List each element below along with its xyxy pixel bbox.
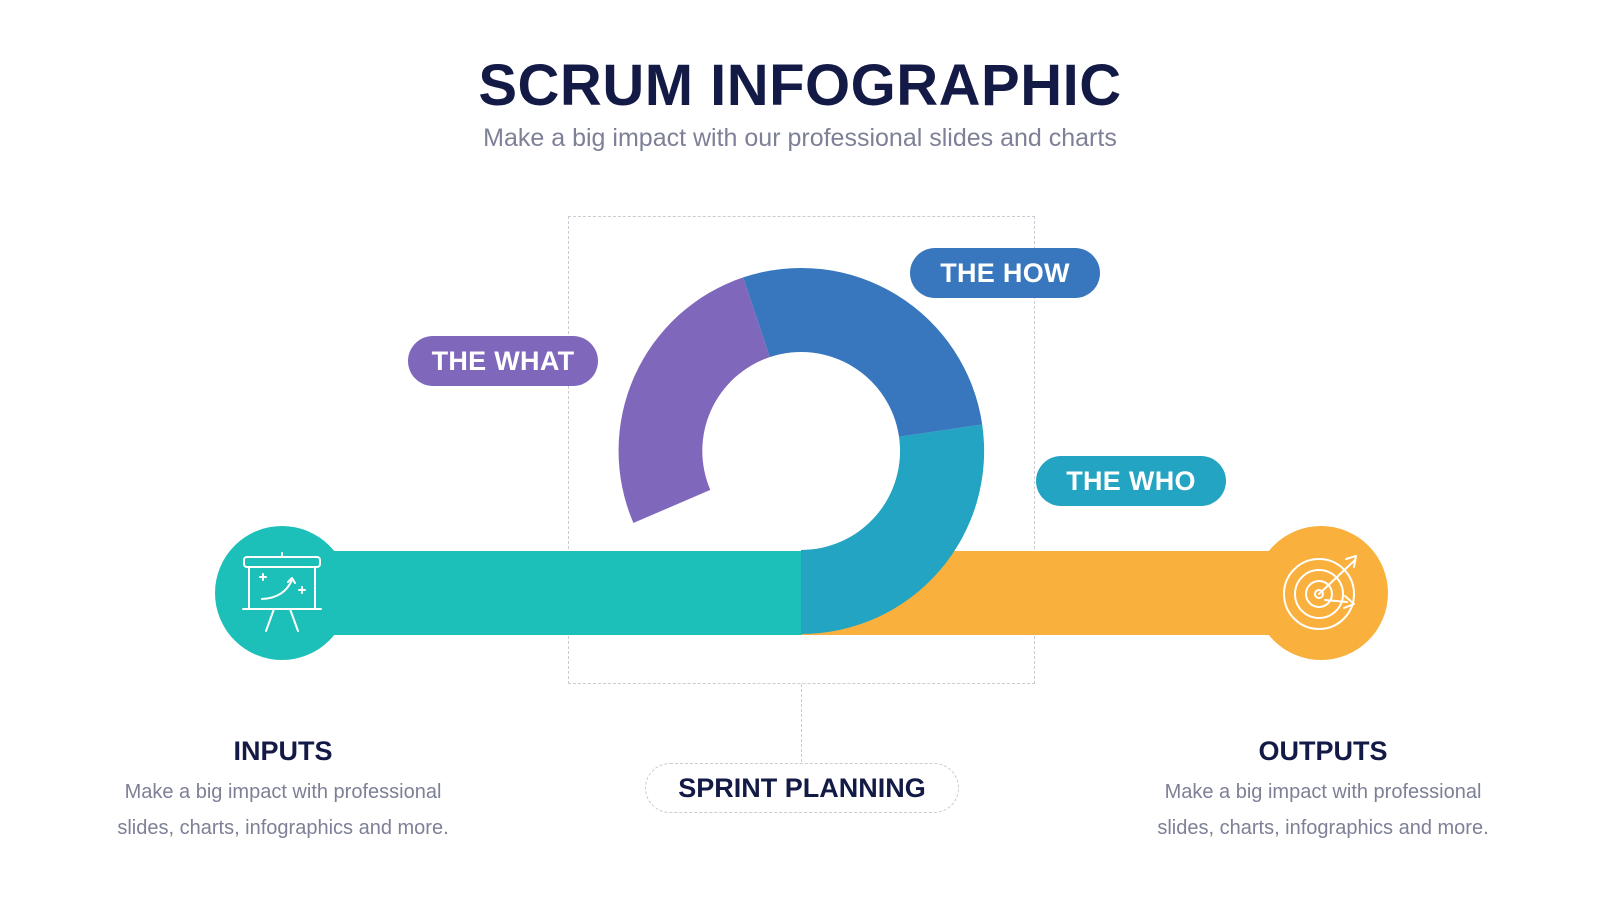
dashed-frame bbox=[568, 216, 1035, 684]
outputs-desc-line2: slides, charts, infographics and more. bbox=[1157, 817, 1489, 839]
dashed-connector bbox=[801, 684, 802, 762]
ring-segment-how bbox=[743, 267, 983, 437]
page-title: SCRUM INFOGRAPHIC bbox=[478, 53, 1122, 118]
target-arrow-icon bbox=[1283, 555, 1357, 630]
inputs-desc-line1: Make a big impact with professional bbox=[124, 781, 442, 803]
outputs-title: OUTPUTS bbox=[1258, 736, 1388, 766]
ring-segment-what bbox=[618, 277, 770, 523]
inputs-bar bbox=[282, 551, 802, 635]
ring-segment-who bbox=[801, 424, 985, 634]
outputs-desc-line1: Make a big impact with professional bbox=[1164, 781, 1482, 803]
label-the-what: THE WHAT bbox=[408, 336, 598, 386]
inputs-desc-line2: slides, charts, infographics and more. bbox=[117, 817, 449, 839]
presentation-board-icon bbox=[242, 552, 322, 632]
page-subtitle: Make a big impact with our professional … bbox=[483, 124, 1117, 152]
label-the-how: THE HOW bbox=[910, 248, 1100, 298]
inputs-description: Make a big impact with professional slid… bbox=[73, 774, 493, 846]
sprint-planning-label: SPRINT PLANNING bbox=[645, 763, 959, 813]
label-the-who: THE WHO bbox=[1036, 456, 1226, 506]
inputs-title: INPUTS bbox=[233, 736, 333, 766]
outputs-description: Make a big impact with professional slid… bbox=[1113, 774, 1533, 846]
